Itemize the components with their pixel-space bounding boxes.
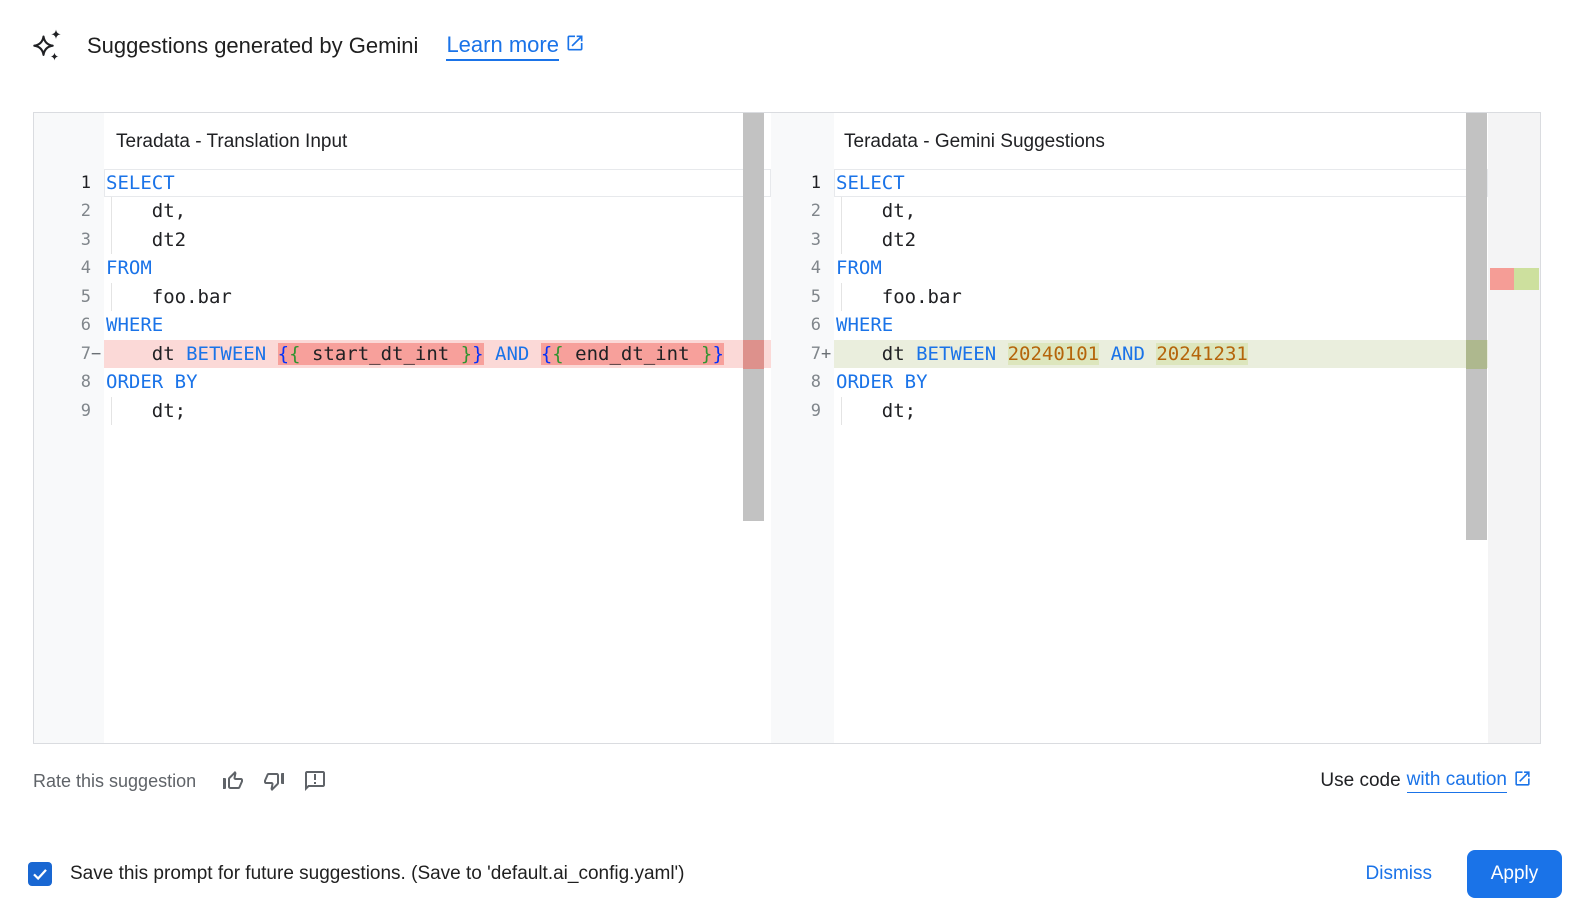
code-text[interactable]: FROM xyxy=(836,257,882,280)
code-line-4: 4 FROM xyxy=(34,254,771,282)
code-line-7: 7+ dt BETWEEN 20240101 AND 20241231 xyxy=(771,339,1488,369)
with-caution-link[interactable]: with caution xyxy=(1406,769,1507,793)
line-number-gutter xyxy=(771,113,834,743)
code-line-6: 6 WHERE xyxy=(34,311,771,339)
left-editor-title: Teradata - Translation Input xyxy=(116,130,348,152)
code-text[interactable]: dt2 xyxy=(104,225,771,255)
line-number: 7− xyxy=(80,343,102,364)
diff-added-marker xyxy=(1514,268,1539,290)
line-number: 4 xyxy=(80,258,91,279)
code-text[interactable]: dt, xyxy=(834,197,1488,227)
line-number: 3 xyxy=(810,229,821,250)
line-number: 6 xyxy=(810,315,821,336)
use-code-notice: Use code with caution xyxy=(1320,769,1532,794)
save-prompt-label: Save this prompt for future suggestions.… xyxy=(70,863,685,884)
code-line-5: 5 foo.bar xyxy=(34,282,771,312)
diff-overview-ruler[interactable] xyxy=(1488,113,1540,743)
line-number: 1 xyxy=(810,173,821,193)
line-number: 1 xyxy=(80,173,91,193)
code-text[interactable]: ORDER BY xyxy=(106,371,198,394)
code-line-4: 4 FROM xyxy=(771,254,1488,282)
line-number: 7+ xyxy=(810,343,832,364)
code-line-7: 7− dt BETWEEN {{ start_dt_int }} AND {{ … xyxy=(34,339,771,369)
code-line-3: 3 dt2 xyxy=(34,225,771,255)
line-number: 9 xyxy=(810,400,821,421)
gemini-sparkle-icon xyxy=(33,28,63,64)
open-in-new-icon xyxy=(565,33,585,59)
rate-suggestion-label: Rate this suggestion xyxy=(33,770,197,791)
code-text[interactable]: SELECT xyxy=(104,169,771,197)
line-number: 5 xyxy=(810,286,821,307)
learn-more-link[interactable]: Learn more xyxy=(446,32,585,61)
feedback-row: Rate this suggestion Use code with cauti… xyxy=(33,764,1532,798)
feedback-icon-button[interactable] xyxy=(303,769,327,793)
code-text[interactable]: SELECT xyxy=(834,169,1488,197)
code-line-1: 1 SELECT xyxy=(34,169,771,197)
removed-line-scroll-marker xyxy=(743,340,764,369)
line-number-gutter xyxy=(34,113,104,743)
line-number: 6 xyxy=(80,315,91,336)
code-text[interactable]: dt, xyxy=(104,197,771,227)
code-text[interactable]: dt BETWEEN {{ start_dt_int }} AND {{ end… xyxy=(104,339,771,369)
use-code-prefix: Use code xyxy=(1320,770,1401,791)
page-title: Suggestions generated by Gemini xyxy=(87,33,419,58)
code-text[interactable]: dt BETWEEN 20240101 AND 20241231 xyxy=(834,339,1488,369)
code-text[interactable]: dt; xyxy=(104,396,771,426)
code-text[interactable]: ORDER BY xyxy=(836,371,928,394)
diff-removed-marker xyxy=(1490,268,1514,290)
rate-icons xyxy=(221,769,327,793)
line-number: 5 xyxy=(80,286,91,307)
dialog-footer: Save this prompt for future suggestions.… xyxy=(28,849,1562,899)
code-line-6: 6 WHERE xyxy=(771,311,1488,339)
code-text[interactable]: foo.bar xyxy=(104,282,771,312)
line-number: 8 xyxy=(810,372,821,393)
code-line-9: 9 dt; xyxy=(34,396,771,426)
code-text[interactable]: FROM xyxy=(106,257,152,280)
right-editor-title: Teradata - Gemini Suggestions xyxy=(844,130,1105,152)
code-text[interactable]: WHERE xyxy=(836,314,894,337)
code-line-8: 8 ORDER BY xyxy=(34,368,771,396)
line-number: 8 xyxy=(80,372,91,393)
code-text[interactable]: dt; xyxy=(834,396,1488,426)
suggestions-header: Suggestions generated by Gemini Learn mo… xyxy=(33,28,585,64)
line-number: 3 xyxy=(80,229,91,250)
code-line-2: 2 dt, xyxy=(34,197,771,227)
thumbs-down-button[interactable] xyxy=(262,769,286,793)
code-line-2: 2 dt, xyxy=(771,197,1488,227)
code-text[interactable]: dt2 xyxy=(834,225,1488,255)
code-text[interactable]: WHERE xyxy=(106,314,164,337)
code-line-8: 8 ORDER BY xyxy=(771,368,1488,396)
left-scrollbar[interactable] xyxy=(743,113,764,521)
line-number: 2 xyxy=(80,201,91,222)
code-line-1: 1 SELECT xyxy=(771,169,1488,197)
dismiss-button[interactable]: Dismiss xyxy=(1350,853,1449,895)
code-line-9: 9 dt; xyxy=(771,396,1488,426)
right-scrollbar[interactable] xyxy=(1466,113,1487,540)
added-line-scroll-marker xyxy=(1466,340,1487,369)
line-number: 4 xyxy=(810,258,821,279)
line-number: 9 xyxy=(80,400,91,421)
code-text[interactable]: foo.bar xyxy=(834,282,1488,312)
thumbs-up-button[interactable] xyxy=(221,769,245,793)
code-line-5: 5 foo.bar xyxy=(771,282,1488,312)
apply-button[interactable]: Apply xyxy=(1467,850,1562,898)
save-prompt-checkbox[interactable] xyxy=(28,862,52,886)
code-line-3: 3 dt2 xyxy=(771,225,1488,255)
line-number: 2 xyxy=(810,201,821,222)
open-in-new-icon xyxy=(1513,769,1532,794)
